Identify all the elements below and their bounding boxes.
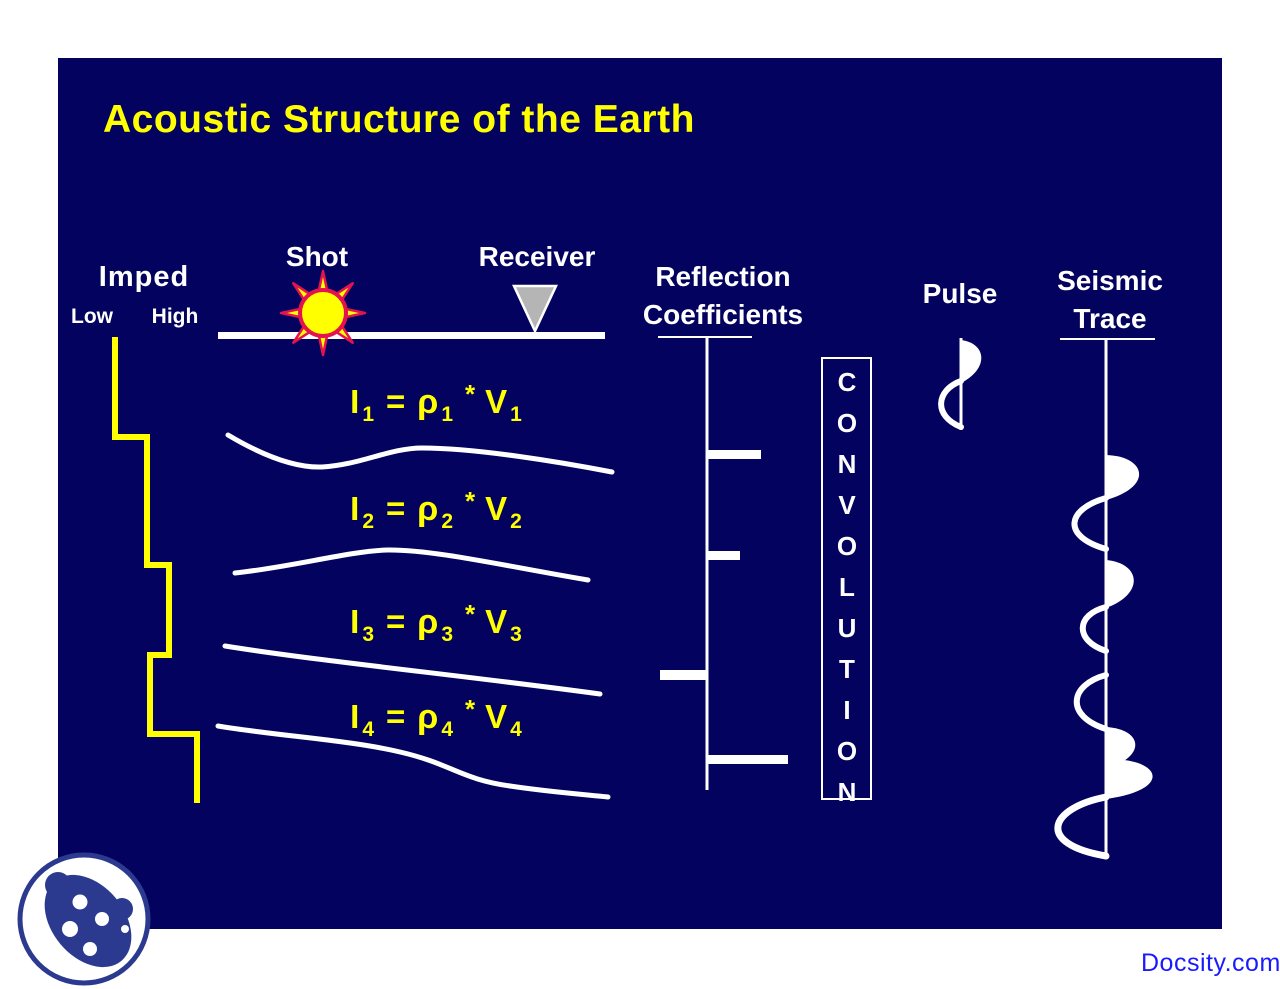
seismic-trace-heading: Seismic Trace (1057, 262, 1163, 338)
impedance-symbol: I (350, 603, 360, 640)
velocity-symbol: V (485, 490, 508, 527)
equals-sign: = (386, 383, 406, 420)
impedance-symbol: I (350, 698, 360, 735)
times-sign: * (465, 694, 476, 724)
reflection-coefficient-column (658, 336, 788, 790)
velocity-index: 2 (510, 510, 522, 533)
equals-sign: = (386, 698, 406, 735)
seismic-heading-line1: Seismic (1057, 265, 1163, 296)
reflection-spike-1 (707, 450, 761, 459)
impedance-high-label: High (151, 305, 199, 328)
trace-lobe-negative-1 (1071, 495, 1109, 552)
geophone-triangle-icon (512, 284, 558, 334)
impedance-index: 1 (362, 403, 375, 426)
impedance-symbol: I (350, 490, 360, 527)
impedance-low-label: Low (71, 305, 113, 328)
docsity-logo-icon[interactable] (14, 849, 154, 989)
layer-boundary-2 (232, 547, 591, 583)
impedance-index: 4 (362, 718, 375, 741)
reflection-heading-line2: Coefficients (642, 299, 804, 330)
docsity-watermark-link[interactable]: Docsity.com (1141, 949, 1280, 977)
density-symbol: ρ (417, 698, 439, 736)
times-sign: * (465, 486, 476, 516)
impedance-index: 2 (362, 510, 375, 533)
slide: Acoustic Structure of the Earth Imped Lo… (58, 58, 1222, 929)
pulse-wavelet-icon (938, 338, 982, 430)
equals-sign: = (386, 603, 406, 640)
impedance-heading: Imped (98, 261, 190, 293)
equals-sign: = (386, 490, 406, 527)
trace-lobe-positive-3 (1106, 727, 1136, 769)
page-title: Acoustic Structure of the Earth (103, 98, 695, 141)
times-sign: * (465, 379, 476, 409)
density-index: 2 (441, 510, 454, 533)
reflection-heading-line1: Reflection (655, 261, 791, 292)
trace-lobe-negative-4 (1054, 793, 1110, 860)
seismic-trace-wiggle (1054, 338, 1155, 860)
convolution-label: CONVOLUTION (832, 367, 862, 818)
layer-boundary-4 (215, 723, 611, 800)
impedance-index: 3 (362, 623, 375, 646)
reflection-coefficients-heading: Reflection Coefficients (643, 258, 803, 334)
velocity-symbol: V (485, 603, 508, 640)
density-symbol: ρ (417, 490, 439, 528)
density-symbol: ρ (417, 383, 439, 421)
impedance-symbol: I (350, 383, 360, 420)
layer-boundaries (215, 432, 615, 800)
times-sign: * (465, 599, 476, 629)
reflection-spike-3 (660, 670, 707, 680)
seismic-heading-line2: Trace (1073, 303, 1147, 334)
trace-lobe-positive-4 (1106, 758, 1153, 799)
layer-boundary-1 (225, 432, 615, 475)
reflection-spike-4 (707, 755, 788, 764)
impedance-log-curve (112, 337, 200, 803)
trace-lobe-positive-2 (1106, 560, 1134, 608)
velocity-index: 4 (510, 718, 522, 741)
velocity-symbol: V (485, 383, 508, 420)
velocity-index: 1 (510, 403, 522, 426)
trace-lobe-positive-1 (1106, 455, 1140, 500)
surface-line (218, 332, 605, 339)
pulse-label: Pulse (922, 278, 998, 309)
density-index: 3 (441, 623, 454, 646)
trace-lobe-negative-3 (1073, 672, 1109, 732)
velocity-index: 3 (510, 623, 522, 646)
density-index: 4 (441, 718, 454, 741)
sun-icon (279, 269, 367, 357)
trace-lobe-negative-2 (1079, 604, 1109, 654)
layer-boundary-3 (222, 643, 603, 697)
velocity-symbol: V (485, 698, 508, 735)
convolution-box: CONVOLUTION (821, 357, 872, 818)
reflection-spike-2 (707, 551, 740, 560)
density-index: 1 (441, 403, 454, 426)
density-symbol: ρ (417, 603, 439, 641)
receiver-label: Receiver (478, 241, 596, 272)
shot-label: Shot (285, 241, 349, 272)
